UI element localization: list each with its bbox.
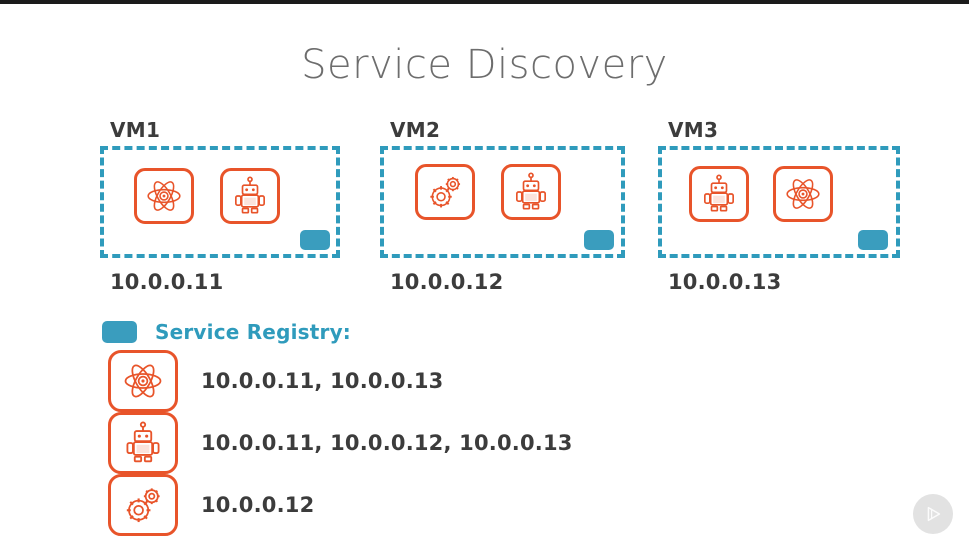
vm-ip-address: 10.0.0.12 bbox=[390, 270, 504, 294]
vm-group-3: VM3 bbox=[658, 118, 908, 298]
atom-icon bbox=[786, 179, 820, 209]
gears-icon bbox=[126, 488, 160, 523]
gears-icon bbox=[430, 176, 461, 208]
vm-group-1: VM1 bbox=[100, 118, 350, 298]
service-tile-gears[interactable] bbox=[415, 164, 475, 220]
vm-boundary bbox=[658, 146, 900, 258]
service-registry-header: Service Registry: bbox=[102, 320, 351, 344]
slide-canvas: Service Discovery VM1 bbox=[0, 4, 969, 543]
vm-label: VM2 bbox=[390, 118, 441, 142]
registry-swatch bbox=[102, 321, 137, 343]
registry-agent-badge[interactable] bbox=[584, 230, 614, 250]
registry-row: 10.0.0.11, 10.0.0.13 bbox=[108, 350, 444, 412]
service-tile-robot[interactable] bbox=[689, 166, 749, 222]
service-tile-robot[interactable] bbox=[501, 164, 561, 220]
registry-addresses: 10.0.0.12 bbox=[201, 493, 315, 517]
registry-agent-badge[interactable] bbox=[300, 230, 330, 250]
registry-row: 10.0.0.11, 10.0.0.12, 10.0.0.13 bbox=[108, 412, 573, 474]
robot-icon bbox=[704, 174, 735, 212]
robot-icon bbox=[235, 176, 265, 214]
vm-label: VM3 bbox=[668, 118, 719, 142]
registry-row: 10.0.0.12 bbox=[108, 474, 314, 536]
play-outline-icon bbox=[927, 506, 941, 522]
registry-addresses: 10.0.0.11, 10.0.0.13 bbox=[201, 369, 444, 393]
vm-label: VM1 bbox=[110, 118, 161, 142]
vm-ip-address: 10.0.0.11 bbox=[110, 270, 224, 294]
registry-agent-badge[interactable] bbox=[858, 230, 888, 250]
robot-icon bbox=[516, 172, 547, 210]
registry-tile-robot[interactable] bbox=[108, 412, 178, 474]
vm-boundary bbox=[100, 146, 340, 258]
registry-addresses: 10.0.0.11, 10.0.0.12, 10.0.0.13 bbox=[201, 431, 573, 455]
page-title: Service Discovery bbox=[301, 42, 668, 88]
registry-tile-gears[interactable] bbox=[108, 474, 178, 536]
atom-icon bbox=[147, 181, 181, 211]
atom-icon bbox=[124, 364, 162, 398]
window-top-bar bbox=[0, 0, 969, 4]
robot-icon bbox=[126, 421, 160, 463]
service-tile-atom[interactable] bbox=[134, 168, 194, 224]
service-tile-robot[interactable] bbox=[220, 168, 280, 224]
vm-group-2: VM2 bbox=[380, 118, 630, 298]
service-registry-title: Service Registry: bbox=[155, 320, 352, 344]
video-watermark bbox=[913, 494, 953, 534]
vm-ip-address: 10.0.0.13 bbox=[668, 270, 782, 294]
service-tile-atom[interactable] bbox=[773, 166, 833, 222]
vm-boundary bbox=[380, 146, 625, 258]
registry-tile-atom[interactable] bbox=[108, 350, 178, 412]
